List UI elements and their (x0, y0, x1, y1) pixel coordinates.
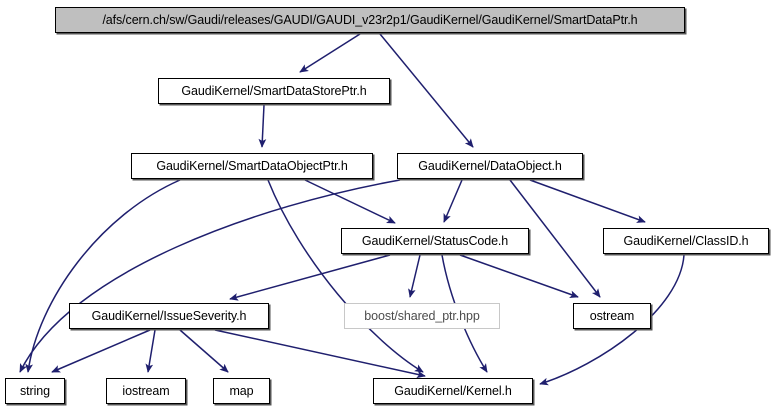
node-label-dataobject: GaudiKernel/DataObject.h (418, 158, 562, 173)
node-statuscode[interactable]: GaudiKernel/StatusCode.h (341, 228, 529, 254)
node-dataobject[interactable]: GaudiKernel/DataObject.h (397, 153, 583, 179)
node-root[interactable]: /afs/cern.ch/sw/Gaudi/releases/GAUDI/GAU… (55, 7, 685, 33)
node-label-iostream: iostream (122, 383, 170, 398)
edge-root-to-dataobject (379, 33, 474, 148)
node-label-root: /afs/cern.ch/sw/Gaudi/releases/GAUDI/GAU… (102, 12, 638, 27)
edge-dataobject-to-statuscode (443, 179, 463, 223)
node-label-smartdataobjectptr: GaudiKernel/SmartDataObjectPtr.h (156, 158, 348, 173)
edge-dataobject-to-string (19, 179, 401, 373)
edge-smartdataobjectptr-to-kernel (267, 179, 424, 373)
edge-issueseverity-to-map (179, 329, 229, 373)
node-label-statuscode: GaudiKernel/StatusCode.h (361, 233, 509, 248)
edge-issueseverity-to-string (51, 329, 151, 373)
edge-issueseverity-to-kernel (214, 329, 426, 379)
node-label-kernel: GaudiKernel/Kernel.h (394, 383, 512, 398)
node-label-issueseverity: GaudiKernel/IssueSeverity.h (91, 308, 247, 323)
node-label-sharedptr: boost/shared_ptr.hpp (364, 308, 480, 323)
node-smartdatastoreptr[interactable]: GaudiKernel/SmartDataStorePtr.h (158, 78, 390, 104)
edge-root-to-smartdatastoreptr (299, 33, 361, 73)
node-classid[interactable]: GaudiKernel/ClassID.h (603, 228, 769, 254)
node-ostream[interactable]: ostream (573, 303, 651, 329)
node-iostream[interactable]: iostream (106, 378, 186, 404)
edge-smartdataobjectptr-to-string (25, 179, 181, 373)
edge-statuscode-to-issueseverity (229, 254, 391, 301)
node-map[interactable]: map (213, 378, 270, 404)
node-string[interactable]: string (5, 378, 65, 404)
node-label-smartdatastoreptr: GaudiKernel/SmartDataStorePtr.h (181, 83, 367, 98)
node-sharedptr: boost/shared_ptr.hpp (344, 303, 500, 329)
edge-smartdataobjectptr-to-statuscode (304, 179, 396, 224)
node-kernel[interactable]: GaudiKernel/Kernel.h (373, 378, 533, 404)
node-smartdataobjectptr[interactable]: GaudiKernel/SmartDataObjectPtr.h (131, 153, 373, 179)
node-label-classid: GaudiKernel/ClassID.h (623, 233, 749, 248)
edge-smartdatastoreptr-to-smartdataobjectptr (258, 104, 267, 148)
edge-issueseverity-to-iostream (145, 329, 156, 373)
node-label-string: string (20, 383, 50, 398)
node-label-ostream: ostream (589, 308, 635, 323)
node-label-map: map (229, 383, 254, 398)
edge-statuscode-to-ostream (459, 254, 579, 298)
node-issueseverity[interactable]: GaudiKernel/IssueSeverity.h (69, 303, 269, 329)
edge-statuscode-to-sharedptr (408, 254, 421, 298)
edge-dataobject-to-classid (529, 179, 646, 223)
